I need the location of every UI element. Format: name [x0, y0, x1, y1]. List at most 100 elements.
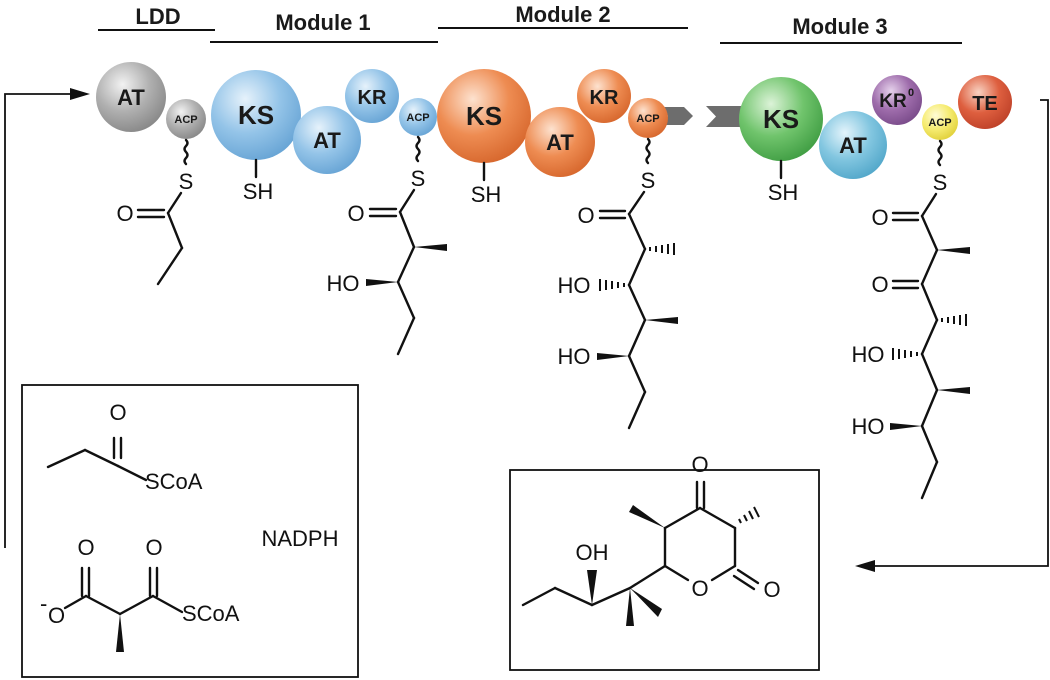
module-2-domains: KR KS AT ACP	[437, 69, 693, 177]
m2-kr-domain	[577, 69, 631, 123]
m2-acp-domain	[628, 98, 668, 138]
product-ring-junction-wedge	[630, 588, 662, 617]
m1-at-domain	[293, 106, 361, 174]
m2-at-domain	[525, 107, 595, 177]
m3-ks-domain	[739, 77, 823, 161]
product-ketone-o: O	[691, 452, 708, 477]
m3-thioester-s: S	[933, 170, 948, 195]
substrate-box: O SCoA NADPH O - O O SCoA	[21, 384, 359, 678]
nadph-label: NADPH	[261, 526, 338, 551]
substrate-input-arrowhead	[70, 88, 90, 100]
m1-at-label: AT	[313, 128, 341, 153]
m3-te-label: TE	[972, 93, 998, 115]
m1-acp-label: ACP	[406, 112, 429, 124]
m2-thioester-s: S	[641, 168, 656, 193]
m2-ks-sh: SH	[471, 182, 502, 207]
m1-kr-label: KR	[358, 87, 387, 109]
m2-at-label: AT	[546, 130, 574, 155]
m3-methyl-hash	[941, 314, 967, 326]
ldd-acp-label: ACP	[174, 114, 197, 126]
flow-arrows	[4, 88, 1049, 572]
m3-carbonyl-o-2: O	[871, 272, 888, 297]
product-lactone-carbonyl-o: O	[763, 577, 780, 602]
m2-hydroxyl-label-2: HO	[558, 344, 591, 369]
m2-carbonyl-o: O	[577, 203, 594, 228]
product-hydroxyl-wedge	[587, 570, 597, 605]
product-release-arrow-line	[874, 99, 1049, 567]
header-module-1: Module 1	[275, 10, 370, 35]
m3-ks-label: KS	[763, 104, 799, 134]
ldd-at-domain	[96, 62, 166, 132]
m3-hydroxyl-hash	[892, 348, 918, 360]
m2-triketide-intermediate: O HO HO	[558, 190, 678, 430]
m2-methyl-hash-1	[649, 243, 675, 255]
m3-kr0-domain	[872, 75, 922, 125]
module-1-domains: KR KS AT ACP	[211, 69, 437, 174]
header-ldd: LDD	[135, 4, 180, 29]
m3-hydroxyl-wedge-2	[890, 423, 922, 430]
m1-acp-domain	[399, 98, 437, 136]
carboxylate-carbonyl-o: O	[77, 535, 94, 560]
methylmalonyl-methyl-wedge	[116, 614, 124, 652]
propionyl-coa-scoa: SCoA	[145, 469, 203, 494]
m1-ks-sh: SH	[243, 179, 274, 204]
ldd-acp-domain	[166, 99, 206, 139]
m2-docking-linker	[660, 107, 693, 125]
m2-hydroxyl-label-1: HO	[558, 273, 591, 298]
header-module-2: Module 2	[515, 2, 610, 27]
carboxylate-minus: -	[40, 591, 47, 616]
m3-tetraketide-intermediate: O O HO HO	[852, 192, 970, 500]
m2-hydroxyl-wedge-2	[597, 353, 629, 360]
m1-ks-label: KS	[238, 100, 274, 130]
m3-carbonyl-o-1: O	[871, 205, 888, 230]
ldd-thioester-s: S	[179, 169, 194, 194]
ldd-at-label: AT	[117, 85, 145, 110]
m3-te-domain	[958, 75, 1012, 129]
m3-at-domain	[819, 111, 887, 179]
header-module-3: Module 3	[792, 14, 887, 39]
thioester-carbonyl-o: O	[145, 535, 162, 560]
m2-methyl-wedge-2	[645, 317, 678, 324]
carboxylate-o: O	[48, 603, 65, 628]
m1-methyl-wedge	[414, 244, 447, 251]
m2-hydroxyl-hash	[599, 279, 625, 291]
product-box: OH O O O	[509, 452, 820, 671]
m1-ks-domain	[211, 70, 301, 160]
m1-kr-domain	[345, 69, 399, 123]
product-hydroxyl-label: OH	[576, 540, 609, 565]
product-side-methyl-wedge	[626, 588, 634, 626]
m3-acp-domain	[922, 104, 958, 140]
methylmalonyl-coa-structure: O - O O SCoA	[40, 535, 240, 652]
ldd-domains: AT ACP	[96, 62, 206, 139]
m2-ks-label: KS	[466, 101, 502, 131]
m1-thioester-s: S	[411, 166, 426, 191]
pantetheine-arms: S S S S	[179, 135, 948, 195]
ldd-carbonyl-o: O	[116, 201, 133, 226]
m3-hydroxyl-label-2: HO	[852, 414, 885, 439]
lactone-product-structure: OH O O O	[521, 452, 781, 626]
ks-thiols: SH SH SH	[243, 158, 799, 207]
m3-methyl-wedge-2	[937, 387, 970, 394]
product-ring-methyl-hash	[738, 506, 760, 524]
substrate-box-frame	[21, 384, 359, 678]
product-release-arrowhead	[855, 560, 875, 572]
propionyl-coa-structure: O SCoA	[46, 400, 203, 494]
m3-at-label: AT	[839, 133, 867, 158]
substrate-input-arrow-line	[4, 93, 72, 548]
methylmalonyl-coa-scoa: SCoA	[182, 601, 240, 626]
m3-docking-linker	[706, 106, 748, 127]
m1-hydroxyl-label: HO	[327, 271, 360, 296]
product-ring-o: O	[691, 576, 708, 601]
m3-kr0-superscript: 0	[908, 87, 914, 99]
m3-methyl-wedge-1	[937, 247, 970, 254]
m2-acp-label: ACP	[636, 113, 659, 125]
m1-hydroxyl-wedge	[366, 279, 398, 286]
m3-acp-label: ACP	[928, 117, 951, 129]
propionyl-coa-carbonyl-o: O	[109, 400, 126, 425]
m3-kr0-label: KR	[879, 91, 907, 112]
m1-diketide-intermediate: O HO	[327, 188, 447, 356]
m3-ks-sh: SH	[768, 180, 799, 205]
m3-hydroxyl-label-1: HO	[852, 342, 885, 367]
ldd-propionyl-intermediate: O	[116, 191, 184, 286]
